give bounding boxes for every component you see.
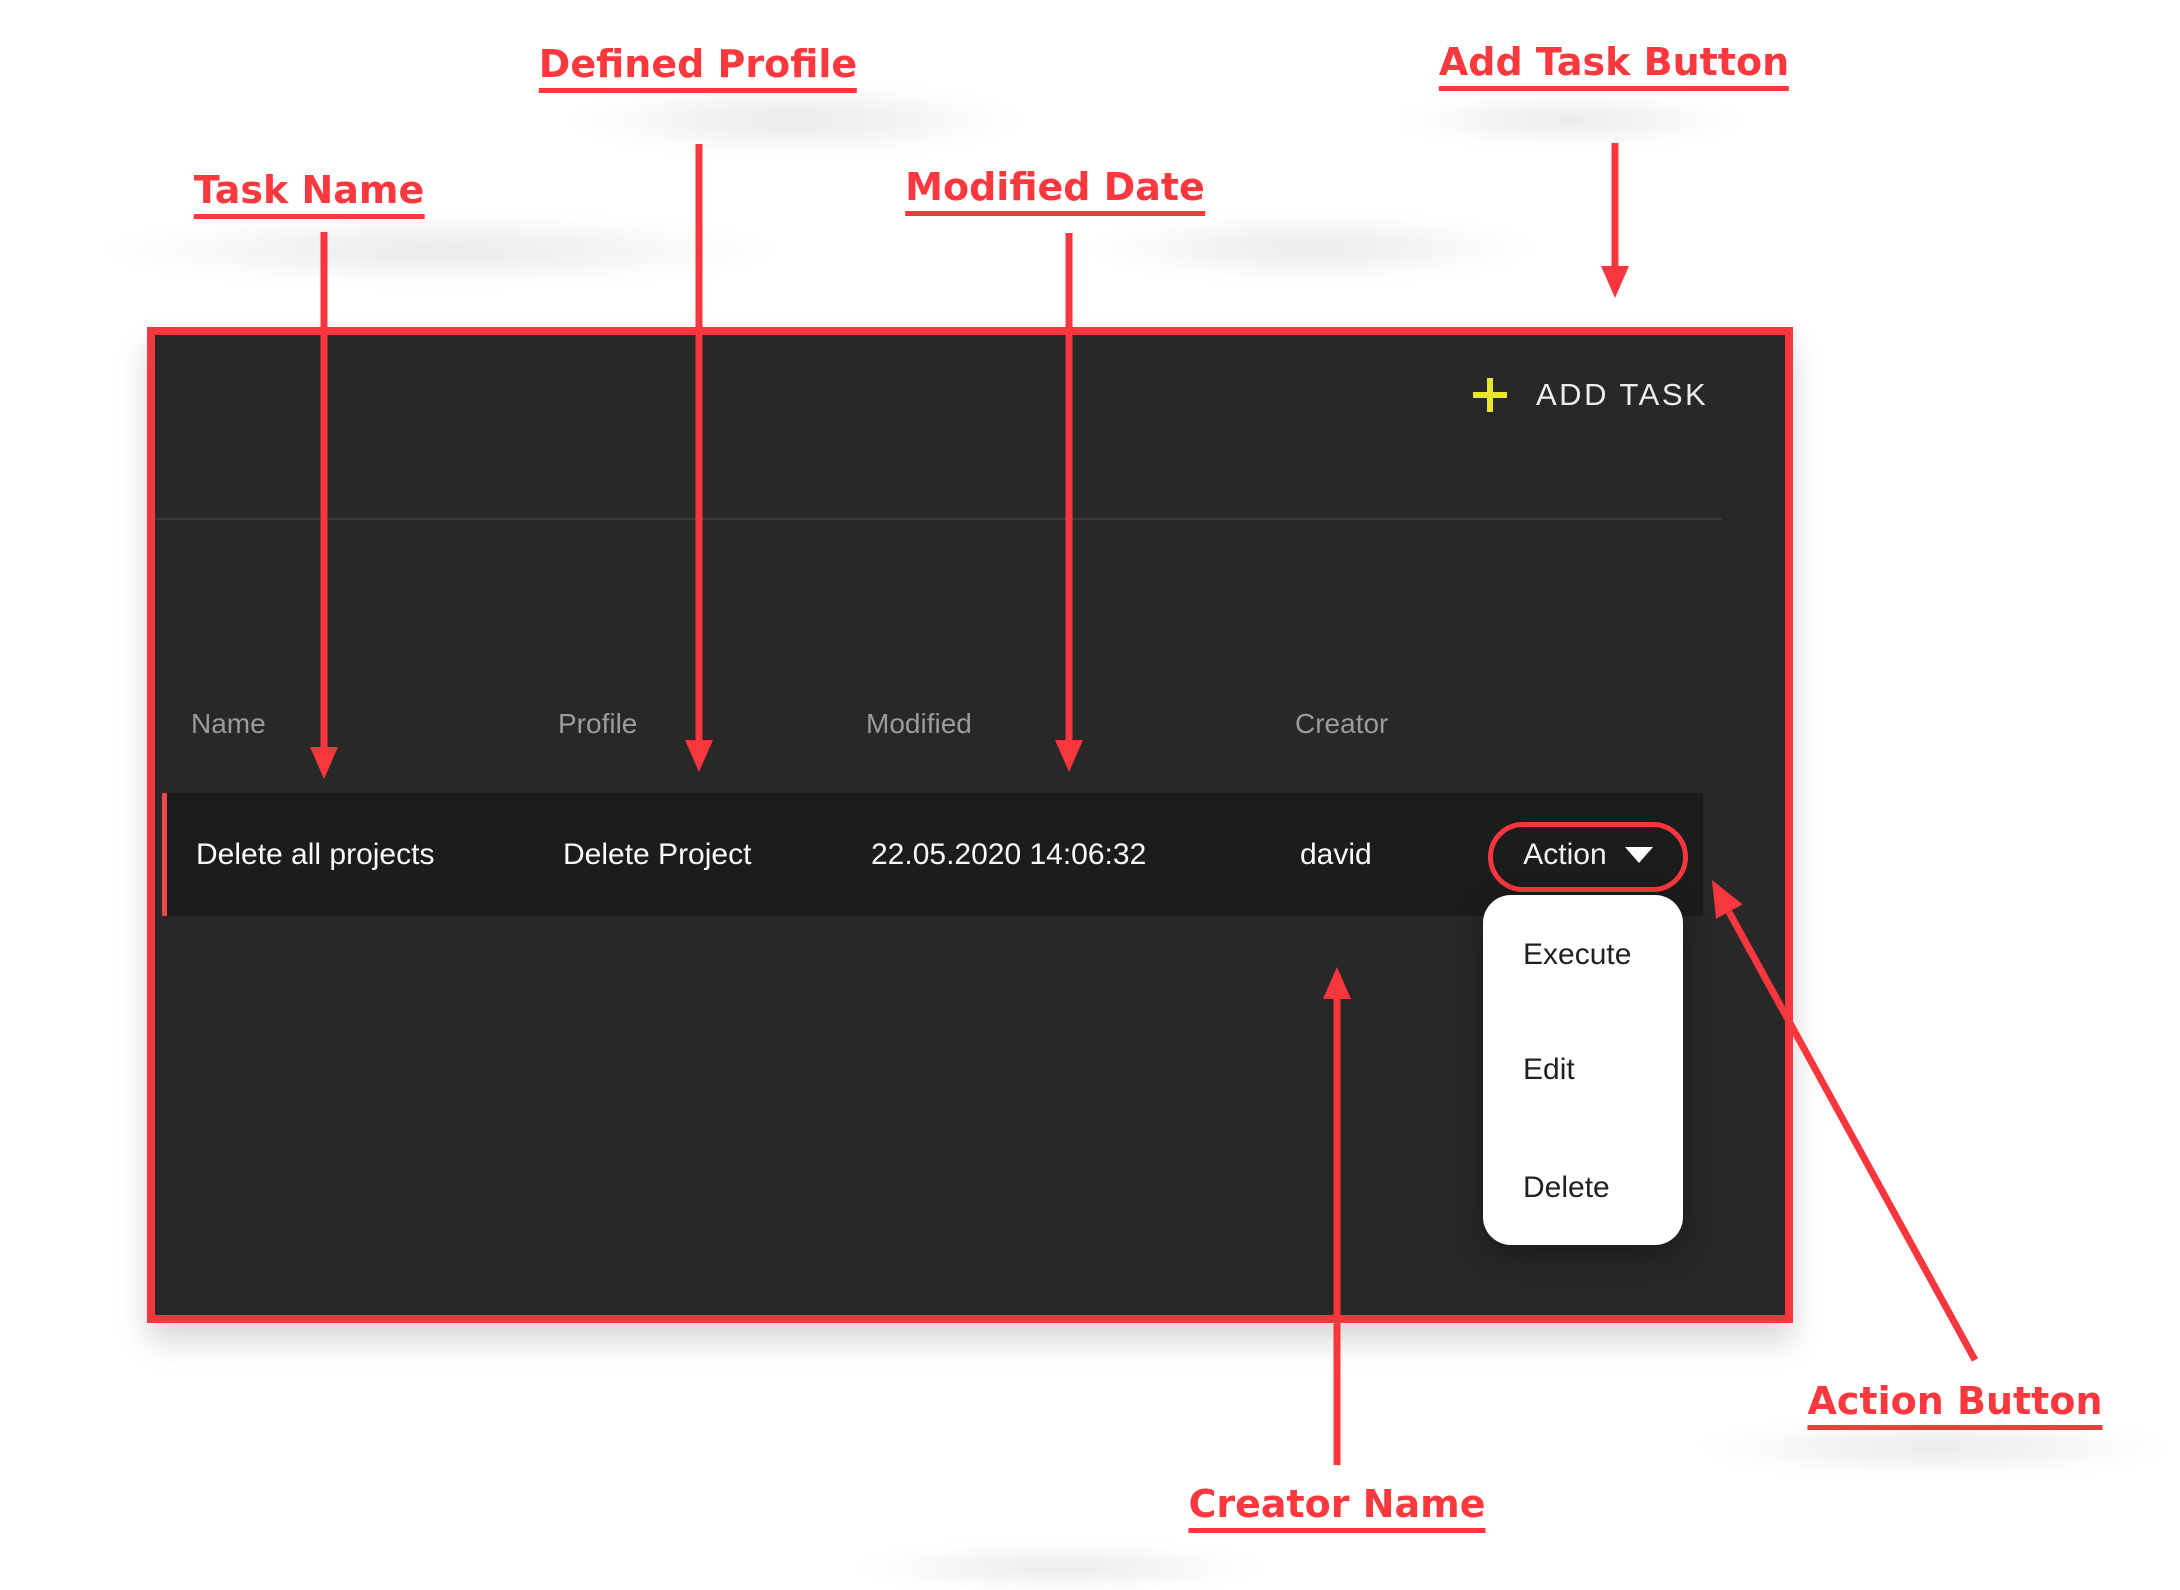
annotation-creator-name: Creator Name (1188, 1483, 1486, 1533)
shadow-blob (850, 1545, 1270, 1590)
annotation-add-task-button: Add Task Button (1438, 41, 1790, 91)
add-task-label: ADD TASK (1536, 377, 1709, 412)
shadow-blob (560, 85, 1030, 155)
add-task-button[interactable]: ADD TASK (1470, 373, 1708, 417)
cell-modified-date: 22.05.2020 14:06:32 (871, 837, 1147, 871)
chevron-down-icon (1624, 846, 1653, 863)
shadow-blob (1390, 95, 1750, 145)
table-row[interactable]: Delete all projects Delete Project 22.05… (162, 793, 1703, 916)
annotation-action-button: Action Button (1807, 1380, 2103, 1430)
action-menu: Execute Edit Delete (1483, 895, 1683, 1245)
menu-item-edit[interactable]: Edit (1523, 1053, 1575, 1086)
annotation-modified-date: Modified Date (905, 166, 1205, 216)
shadow-blob (90, 215, 790, 285)
action-dropdown-button[interactable]: Action (1493, 825, 1683, 884)
menu-item-execute[interactable]: Execute (1523, 938, 1632, 971)
column-header-profile: Profile (558, 708, 638, 739)
column-header-name: Name (191, 708, 266, 739)
cell-profile: Delete Project (563, 837, 752, 871)
action-button-label: Action (1523, 837, 1607, 871)
add-task-arrow (1601, 143, 1629, 298)
column-header-creator: Creator (1295, 708, 1389, 739)
cell-task-name: Delete all projects (196, 837, 435, 871)
cell-creator: david (1300, 837, 1372, 871)
column-header-modified: Modified (866, 708, 972, 739)
annotation-defined-profile: Defined Profile (538, 43, 858, 93)
app-panel: ADD TASK Name Profile Modified Creator D… (147, 327, 1793, 1323)
shadow-blob (1080, 215, 1540, 280)
header-divider (155, 518, 1722, 520)
menu-item-delete[interactable]: Delete (1523, 1171, 1610, 1204)
annotation-task-name: Task Name (193, 169, 425, 219)
plus-icon (1473, 378, 1507, 412)
